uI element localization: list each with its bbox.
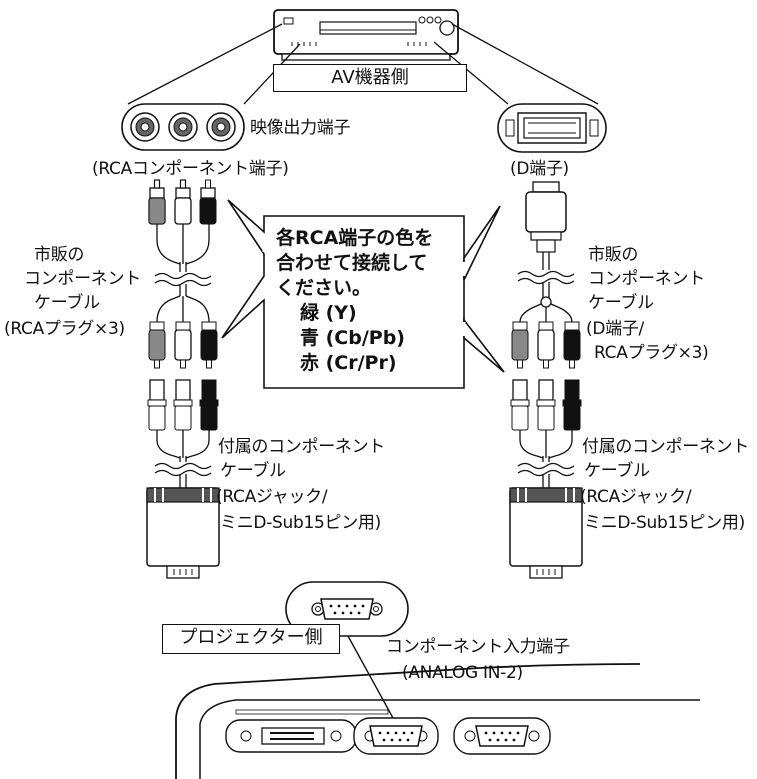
right-attached-label-2: ケーブル xyxy=(584,461,650,481)
right-cable-label-5: RCAプラグ×3) xyxy=(594,343,709,363)
callout-line-3: ください。 xyxy=(276,277,372,299)
right-cable-label-2: コンポーネント xyxy=(588,269,705,289)
av-side-label: AV機器側 xyxy=(273,64,467,92)
right-cable-label-4: (D端子/ xyxy=(586,319,644,339)
projector-side-label: プロジェクター側 xyxy=(162,624,340,654)
left-cable-label-4: (RCAプラグ×3) xyxy=(4,319,125,339)
right-attached-label-1: 付属のコンポーネント xyxy=(582,437,749,457)
av-device-icon xyxy=(273,9,459,61)
cable-break-symbol xyxy=(517,270,575,285)
right-attached-label-4: ミニD-Sub15ピン用) xyxy=(584,513,745,533)
callout-line-1: 各RCA端子の色を xyxy=(276,227,434,249)
left-attached-label-2: ケーブル xyxy=(220,461,286,481)
callout-text: 各RCA端子の色を 合わせて接続して ください。 緑 (Y) 青 (Cb/Pb)… xyxy=(276,226,466,376)
callout-color-red: 赤 (Cr/Pr) xyxy=(300,352,397,374)
left-attached-label-3: (RCAジャック/ xyxy=(216,487,328,507)
d-plug-icon xyxy=(525,181,567,253)
right-rca-plugs xyxy=(511,321,581,369)
cable-break-symbol xyxy=(154,272,212,287)
left-cable-label-2: コンポーネント xyxy=(24,269,141,289)
left-attached-label-4: ミニD-Sub15ピン用) xyxy=(220,513,381,533)
callout-color-blue: 青 (Cb/Pb) xyxy=(300,327,405,349)
left-cable-label-3: ケーブル xyxy=(34,293,100,313)
left-vga-connector-icon xyxy=(146,487,220,579)
callout-line-2: 合わせて接続して xyxy=(276,252,428,274)
right-attached-label-3: (RCAジャック/ xyxy=(580,487,692,507)
right-vga-connector-icon xyxy=(509,487,583,579)
d-terminal-label: (D端子) xyxy=(510,159,569,179)
device-leader-lines xyxy=(127,23,599,105)
left-rca-jacks xyxy=(147,379,219,431)
zoom-leader-line xyxy=(347,635,394,719)
rca-output-terminals-icon xyxy=(121,103,245,151)
callout-box xyxy=(221,199,505,389)
d-terminal-icon xyxy=(497,103,607,153)
left-cable-label-1: 市販の xyxy=(34,245,85,265)
left-rca-plugs-bottom xyxy=(148,321,218,369)
component-input-label: コンポーネント入力端子 xyxy=(386,637,570,657)
video-output-label: 映像出力端子 xyxy=(250,118,351,138)
projector-body-icon xyxy=(175,663,700,779)
rca-component-terminal-label: (RCAコンポーネント端子) xyxy=(92,159,289,179)
analog-in-label: (ANALOG IN-2) xyxy=(402,663,523,683)
input-port-zoom-bubble xyxy=(285,581,409,637)
callout-color-green: 緑 (Y) xyxy=(300,302,357,324)
right-cable-label-1: 市販の xyxy=(588,245,639,265)
cable-break-symbol xyxy=(154,462,212,477)
right-rca-jacks xyxy=(510,379,582,431)
cable-break-symbol xyxy=(517,462,575,477)
left-rca-plugs-top xyxy=(148,179,217,225)
right-cable-label-3: ケーブル xyxy=(588,293,654,313)
left-attached-label-1: 付属のコンポーネント xyxy=(218,437,385,457)
